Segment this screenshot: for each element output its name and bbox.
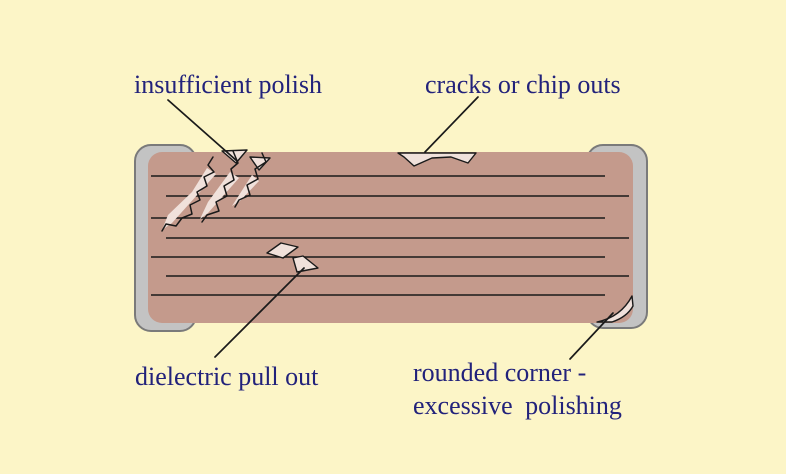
polish-sliver	[200, 172, 239, 219]
crack-line	[234, 152, 267, 208]
leader-line-cracks-chip-outs	[424, 96, 479, 153]
label-rounded-corner-line1: rounded corner -	[413, 358, 586, 387]
pull-out-flake	[266, 242, 299, 259]
electrode-layers	[151, 175, 629, 296]
leader-line-dielectric-pull-out	[214, 267, 305, 358]
leader-line-rounded-corner	[569, 312, 614, 360]
insufficient-polish-defect	[161, 149, 271, 232]
pull-out-flake	[292, 255, 319, 273]
label-insufficient-polish: insufficient polish	[134, 70, 322, 99]
dielectric-pull-out-defect	[266, 242, 319, 273]
label-rounded-corner-line2: excessive polishing	[413, 391, 622, 420]
leader-line-insufficient-polish	[167, 99, 238, 162]
label-dielectric-pull-out: dielectric pull out	[135, 362, 319, 391]
chip-out-defect	[397, 152, 477, 167]
crack-line	[201, 150, 239, 223]
crack-line	[161, 156, 215, 232]
label-cracks-or-chip-outs: cracks or chip outs	[425, 70, 621, 99]
rounded-corner-defect	[596, 295, 634, 323]
polish-sliver	[162, 168, 216, 230]
